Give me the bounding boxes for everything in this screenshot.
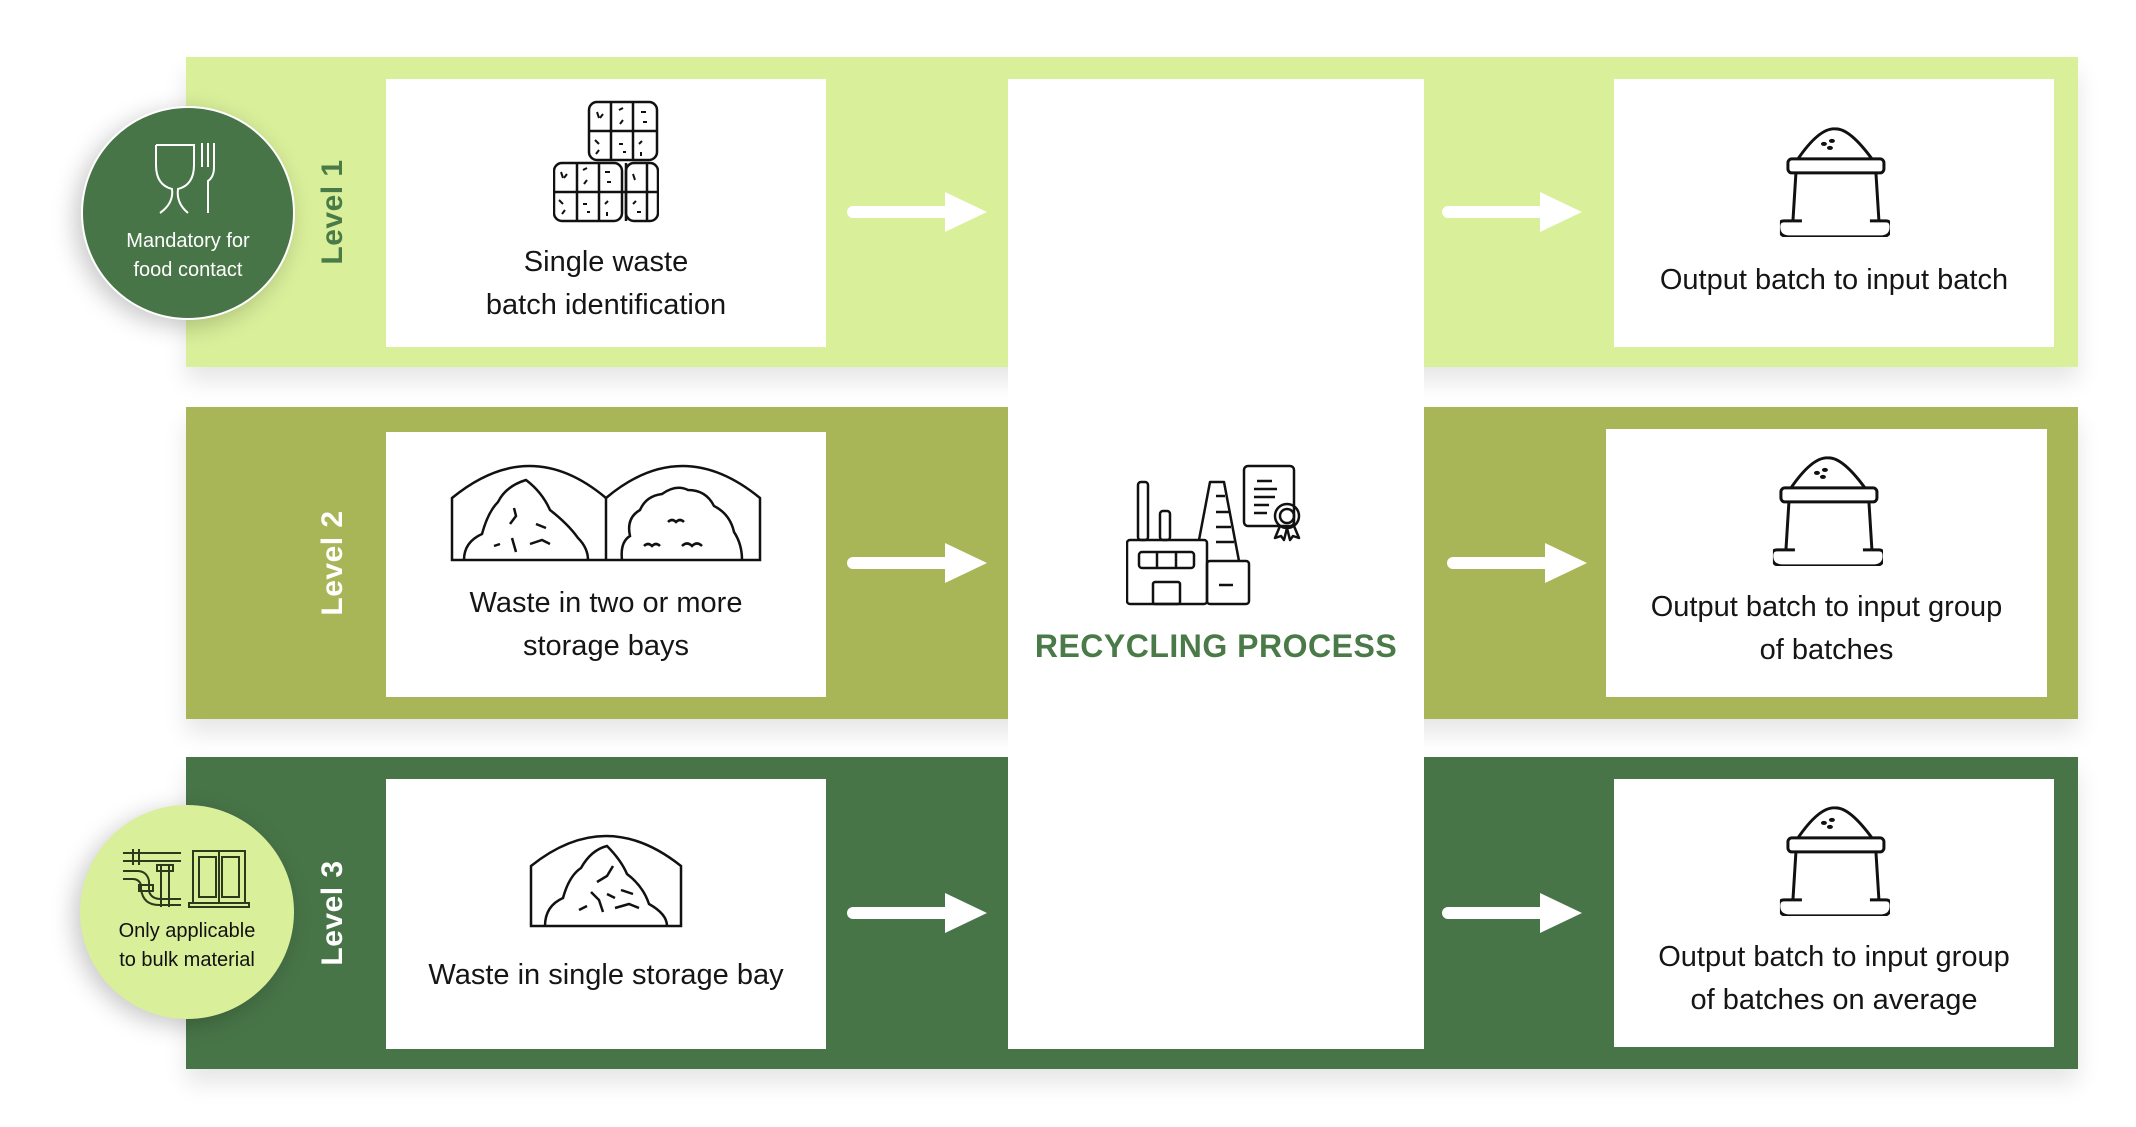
single-storage-bay-icon — [529, 834, 683, 927]
level-2-input-box: Waste in two or more storage bays — [386, 432, 826, 697]
level-2-output-text: Output batch to input group of batches — [1650, 591, 2003, 666]
arrow-icon — [847, 543, 987, 583]
factory-certificate-icon — [1126, 464, 1301, 605]
level-1-label: Level 1 — [316, 159, 349, 265]
waste-bales-icon — [553, 100, 659, 222]
sack-icon — [1778, 125, 1890, 237]
pipes-and-window-icon — [123, 849, 250, 908]
recycling-process-panel: RECYCLING PROCESS — [1008, 79, 1424, 1049]
food-contact-text: Mandatory for food contact — [126, 230, 250, 281]
arrow-icon — [847, 192, 987, 232]
level-3-label: Level 3 — [316, 860, 349, 966]
level-1-output-text: Output batch to input batch — [1659, 263, 2009, 296]
food-contact-badge: Mandatory for food contact — [81, 106, 295, 320]
level-1-input-text: Single waste batch identification — [485, 245, 727, 321]
level-2-output-box: Output batch to input group of batches — [1606, 429, 2047, 697]
bulk-material-text: Only applicable to bulk material — [118, 920, 256, 971]
recycling-process-title: RECYCLING PROCESS — [1034, 627, 1398, 664]
level-3-input-text: Waste in single storage bay — [428, 958, 784, 991]
level-1-output-box: Output batch to input batch — [1614, 79, 2054, 347]
sack-icon — [1771, 454, 1883, 566]
bulk-material-badge: Only applicable to bulk material — [80, 805, 294, 1019]
arrow-icon — [1442, 192, 1582, 232]
level-3-output-text: Output batch to input group of batches o… — [1658, 941, 2010, 1016]
level-2-input-text: Waste in two or more storage bays — [469, 586, 743, 662]
food-contact-icon — [155, 143, 215, 214]
sack-icon — [1778, 804, 1890, 916]
arrow-icon — [1447, 543, 1587, 583]
level-1-input-box: Single waste batch identification — [386, 79, 826, 347]
level-3-input-box: Waste in single storage bay — [386, 779, 826, 1049]
arrow-icon — [847, 893, 987, 933]
level-3-output-box: Output batch to input group of batches o… — [1614, 779, 2054, 1047]
arrow-icon — [1442, 893, 1582, 933]
two-storage-bays-icon — [450, 464, 762, 561]
level-2-label: Level 2 — [316, 510, 349, 616]
